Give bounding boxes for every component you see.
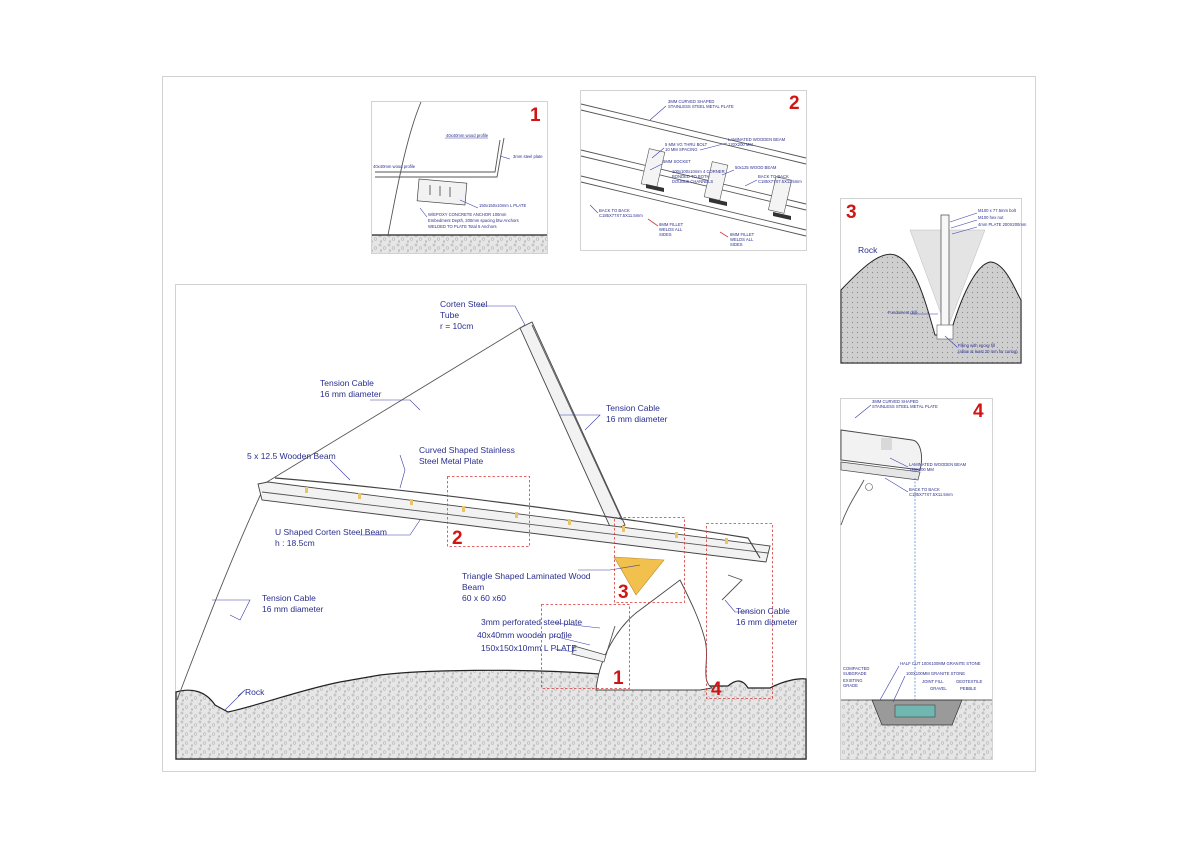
label-tension-cable-left: Tension Cable [262,593,316,603]
label-corten-tube: Corten Steel [440,299,487,309]
d2-label: DOUBLE CHANNELS [672,179,713,184]
d4-label: PEBBLE [960,686,977,691]
d2-label: SIDES [659,232,672,237]
d2-label: BACK TO BACK [758,174,789,179]
d2-label: 120X200 MM [728,142,753,147]
d2-label: LAMINATED WOODEN BEAM [728,137,786,142]
d2-label: 5MM SOCKET [663,159,691,164]
triangle-laminated-beam [613,556,665,596]
label-tension-cable-lower-right: Tension Cable [736,606,790,616]
sheet-frame [162,76,1036,772]
d4-label: GRADE [843,683,858,688]
d2-label: STAINLESS STEEL METAL PLATE [668,104,734,109]
label-u-beam: h : 18.5cm [275,538,315,548]
label-corten-tube: Tube [440,310,459,320]
label-tension-cable-lower-right: 16 mm diameter [736,617,798,627]
label-u-beam: U Shaped Corten Steel Beam [275,527,387,537]
d2-label: 50x125 WOOD BEAM [735,165,777,170]
d1-label: W/EPOXY CONCRETE ANCHOR 100mm [428,212,507,217]
detail-2-panel: 2 3MM CURVED SHAPED STAINLESS STEEL META… [580,90,807,251]
d3-label: Filling with epoxy fill [958,343,995,348]
callout-2: 2 [452,528,463,549]
d4-label: EXISTING [843,678,863,683]
main-elevation-panel: 2 3 4 1 Corten Steel Tube r = 10cm Tensi… [175,284,807,760]
d2-label: 10 MM SPACING [665,147,698,152]
callout-box-2 [447,476,530,547]
d1-label: 150x150x10mm L PLATE [479,203,526,208]
detail-1-panel: 1 40x40mm wood profile 40x40mm wood prof… [371,101,548,254]
label-wooden-profile: 40x40mm wooden profile [477,630,572,640]
d3-label: M100 x 77.5mm bolt [978,208,1017,213]
d1-label: Embedment Depth, 200mm spacing btw Ancho… [428,218,519,223]
callout-4: 4 [711,679,722,700]
label-triangle-beam: 60 x 60 x60 [462,593,506,603]
detail-1-number: 1 [530,105,541,126]
detail-3-number: 3 [846,202,857,223]
detail-4-number: 4 [973,401,984,422]
curved-steel-plate [274,477,761,559]
d4-label: LAMINATED WOODEN BEAM [909,462,967,467]
label-tension-cable-top: Tension Cable [320,378,374,388]
d2-label: 3MM CURVED SHAPED [668,99,714,104]
d4-label: COMPACTED [843,666,869,671]
d2-label: C185X77X7.5X11.5mm [758,179,802,184]
d1-label: 40x40mm wood profile [446,133,489,138]
d4-label: SUBGRADE [843,671,867,676]
label-perforated-plate: 3mm perforated steel plate [481,617,582,627]
ground-section [175,669,807,760]
d3-label: Rock [858,245,878,255]
label-tension-cable-left: 16 mm diameter [262,604,324,614]
d4-label: GRAVEL [930,686,947,691]
detail-2-number: 2 [789,93,800,114]
d1-label: 3mm steel plate [513,154,543,159]
d4-label: JOINT FILL [922,679,944,684]
d2-label: SIDES [730,242,743,247]
d3-label: 4mm PLATE 200X200mm [978,222,1027,227]
d2-label: C185X77X7.5X11.5mm [599,213,643,218]
label-triangle-beam: Beam [462,582,484,592]
callout-3: 3 [618,582,629,603]
d4-label: 120X200 MM [909,467,934,472]
d2-label: 5 MM VG THRU BOLT [665,142,708,147]
detail-4-panel: 4 3MM CURVED SHAPED STAINLESS STEEL META… [840,398,993,760]
d2-label: WELDS ALL [730,237,754,242]
d3-label: (allow at least 20 mm for curing) [958,349,1018,354]
d4-label: GEOTEXTILE [956,679,983,684]
d4-label: 3MM CURVED SHAPED [872,399,918,404]
d2-label: BACK TO BACK [599,208,630,213]
d1-label: WELDED TO PLATE Total 5 Anchors [428,224,497,229]
d2-label: 6MM FILLET [730,232,755,237]
label-tension-cable-top: 16 mm diameter [320,389,382,399]
d1-label: 40x40mm wood profile [373,164,416,169]
label-curved-plate: Steel Metal Plate [419,456,484,466]
label-l-plate: 150x150x10mm L PLATE [481,643,577,653]
d3-label: Fundament drill [888,310,917,315]
d4-label: C185X77X7.5X11.5mm [909,492,953,497]
d2-label: 6MM FILLET [659,222,684,227]
d3-label: M100 hex nut [978,215,1004,220]
label-curved-plate: Curved Shaped Stainless [419,445,515,455]
d4-label: 100X100MM GRANITE STONE [906,671,965,676]
label-wooden-beam: 5 x 12.5 Wooden Beam [247,451,336,461]
detail-3-panel: 3 M100 x 77.5mm bolt M100 hex nut 4mm PL… [840,198,1027,364]
d2-label: WELDS ALL [659,227,683,232]
callout-1: 1 [613,668,624,689]
d4-label: STAINLESS STEEL METAL PLATE [872,404,938,409]
label-tension-cable-right: Tension Cable [606,403,660,413]
rock-outcrop [595,579,714,691]
label-rock: Rock [245,687,265,697]
wooden-beams [305,487,728,544]
label-tension-cable-right: 16 mm diameter [606,414,668,424]
d2-label: 100x100x10mm 4 CORNER [672,169,725,174]
d4-label: HALF CUT 100X100MM GRANITE STONE [900,661,981,666]
d4-label: BACK TO BACK [909,487,940,492]
label-triangle-beam: Triangle Shaped Laminated Wood [462,571,591,581]
corten-steel-tube [519,321,626,532]
callout-box-4 [706,523,773,699]
callout-box-1 [541,604,630,689]
callout-box-3 [614,517,685,603]
d2-label: BONDED TO BOTH [672,174,710,179]
label-corten-tube: r = 10cm [440,321,473,331]
